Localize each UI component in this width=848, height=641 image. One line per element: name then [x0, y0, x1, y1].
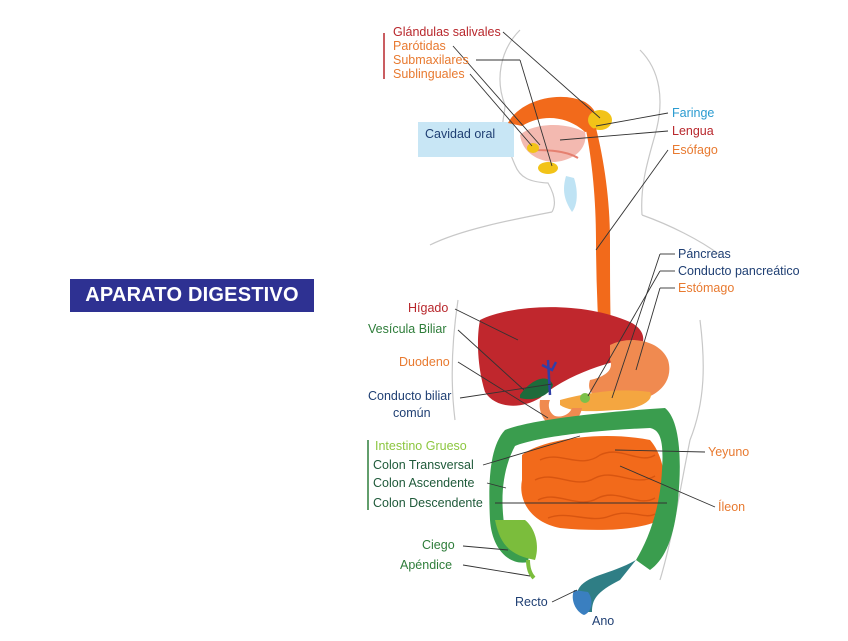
- bile-duct-shape: [541, 359, 558, 396]
- label-submaxilares: Submaxilares: [393, 53, 469, 67]
- label-parotidas: Parótidas: [393, 39, 446, 53]
- label-cavidad-oral: Cavidad oral: [425, 127, 495, 141]
- label-estomago: Estómago: [678, 281, 734, 295]
- label-ciego: Ciego: [422, 538, 455, 552]
- label-pancreas: Páncreas: [678, 247, 731, 261]
- liver-shape: [477, 307, 644, 406]
- label-lengua: Lengua: [672, 124, 714, 138]
- label-conducto-biliar-1: Conducto biliar: [368, 389, 451, 403]
- label-esofago: Esófago: [672, 143, 718, 157]
- label-intestino-grueso: Intestino Grueso: [375, 439, 467, 453]
- label-ileon: Íleon: [718, 499, 745, 514]
- anus-shape: [572, 590, 592, 615]
- label-colon-descendente: Colon Descendente: [373, 496, 483, 510]
- label-recto: Recto: [515, 595, 548, 609]
- label-glandulas-salivales: Glándulas salivales: [393, 25, 501, 39]
- body-outline: [429, 29, 721, 581]
- cecum-shape: [495, 520, 537, 560]
- page-title: APARATO DIGESTIVO: [70, 279, 314, 312]
- mouth-pharynx: [508, 96, 612, 212]
- small-intestine-shape: [521, 435, 666, 530]
- label-conducto-pancreatico: Conducto pancreático: [678, 264, 800, 278]
- label-duodeno: Duodeno: [399, 355, 450, 369]
- label-higado: Hígado: [408, 301, 448, 315]
- large-intestine-shape: [489, 408, 680, 570]
- label-colon-transversal: Colon Transversal: [373, 458, 474, 472]
- label-sublinguales: Sublinguales: [393, 67, 465, 81]
- leader-lines: [452, 31, 716, 603]
- label-yeyuno: Yeyuno: [708, 445, 749, 459]
- appendix-shape: [526, 559, 536, 580]
- gallbladder-shape: [520, 378, 553, 400]
- small-intestine-loops: [534, 451, 656, 520]
- label-colon-ascendente: Colon Ascendente: [373, 476, 475, 490]
- oral-cavity-highlight: [418, 122, 514, 157]
- label-ano: Ano: [592, 614, 614, 628]
- esophagus-shape: [586, 128, 612, 360]
- label-conducto-biliar-2: común: [393, 406, 431, 420]
- label-apendice: Apéndice: [400, 558, 452, 572]
- label-vesicula-biliar: Vesícula Biliar: [368, 322, 447, 336]
- label-faringe: Faringe: [672, 106, 714, 120]
- stomach-shape: [589, 340, 670, 403]
